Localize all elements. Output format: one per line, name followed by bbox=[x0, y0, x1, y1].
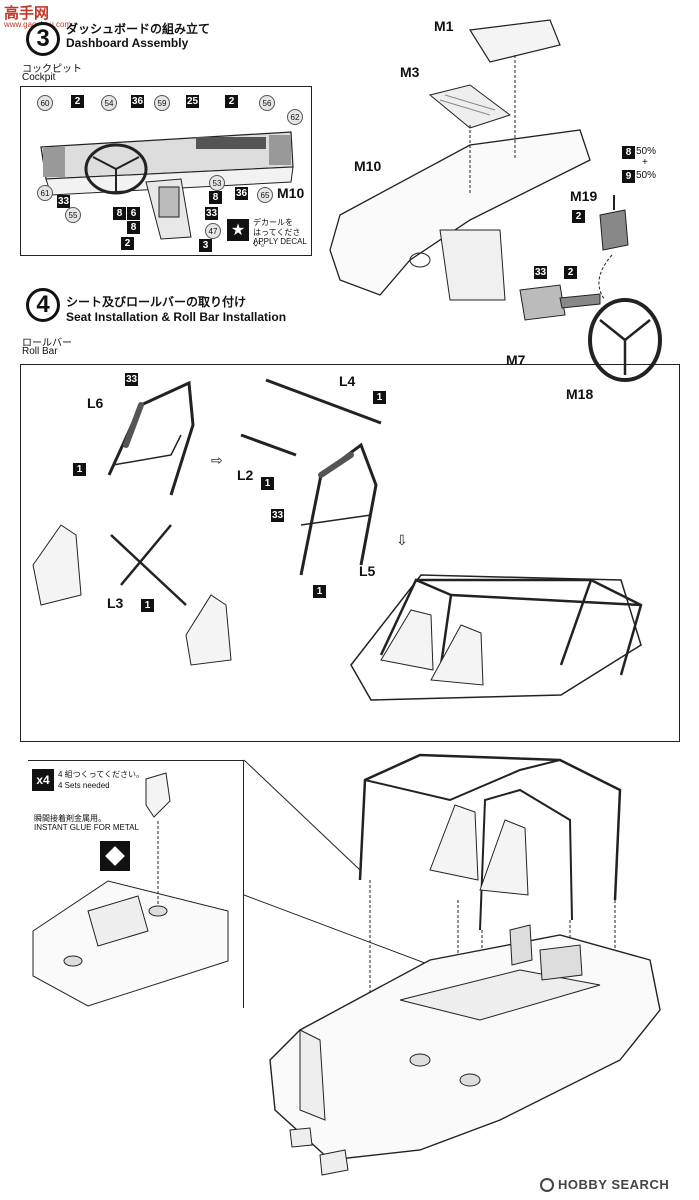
cockpit-part-number: 55 bbox=[65, 207, 81, 223]
cockpit-part-badge: 8 bbox=[113, 207, 126, 220]
rollbar-badge-1: 1 bbox=[373, 391, 386, 404]
label-m1: M1 bbox=[434, 18, 454, 34]
label-m18: M18 bbox=[566, 386, 594, 402]
label-m10: M10 bbox=[354, 158, 382, 174]
cockpit-part-number: 53 bbox=[209, 175, 225, 191]
cockpit-label-en: Cockpit bbox=[22, 72, 56, 83]
cockpit-part-badge: 3 bbox=[199, 239, 212, 252]
decal-note-jp-1: デカールを bbox=[253, 218, 293, 227]
cockpit-m10-label: M10 bbox=[277, 185, 305, 201]
rollbar-badge-33: 33 bbox=[271, 509, 284, 522]
svg-text:⇨: ⇨ bbox=[211, 452, 223, 468]
step4-number-badge: 4 bbox=[26, 288, 60, 322]
rollbar-label-jp: ロールバー bbox=[22, 338, 72, 349]
cockpit-label-jp: コックピット bbox=[22, 64, 82, 75]
label-l5: L5 bbox=[359, 563, 376, 579]
cockpit-part-badge: 36 bbox=[235, 187, 248, 200]
cockpit-part-badge: 36 bbox=[131, 95, 144, 108]
cockpit-part-badge: 6 bbox=[127, 207, 140, 220]
rollbar-badge-1: 1 bbox=[313, 585, 326, 598]
rollbar-exploded-drawing: ⇨ ⇩ bbox=[32, 378, 643, 701]
paint-plus: + bbox=[642, 157, 648, 168]
sets-note-en: 4 Sets needed bbox=[58, 781, 110, 790]
cockpit-part-number: 56 bbox=[259, 95, 275, 111]
glue-note-en: INSTANT GLUE FOR METAL bbox=[34, 823, 139, 832]
m19-color-badge: 2 bbox=[572, 210, 585, 223]
cockpit-part-badge: 33 bbox=[205, 207, 218, 220]
bracket-detail-drawing bbox=[32, 772, 229, 1007]
label-l3: L3 bbox=[107, 595, 124, 611]
svg-text:⇩: ⇩ bbox=[396, 532, 408, 548]
instant-glue-icon bbox=[100, 841, 130, 871]
footer-brand: HOBBY SEARCH bbox=[558, 1177, 670, 1192]
step4-title-en: Seat Installation & Roll Bar Installatio… bbox=[66, 310, 287, 324]
m7-color-badge-2: 2 bbox=[564, 266, 577, 279]
sets-note-jp: 4 組つくってください。 bbox=[58, 770, 145, 779]
rollbar-badge-33: 33 bbox=[125, 373, 138, 386]
hobbysearch-logo-icon bbox=[540, 1178, 554, 1192]
label-l4: L4 bbox=[339, 373, 356, 389]
cockpit-part-badge: 8 bbox=[209, 191, 222, 204]
cockpit-part-badge: 2 bbox=[121, 237, 134, 250]
step3-title-en: Dashboard Assembly bbox=[66, 36, 189, 50]
bracket-detail-panel: x4 4 組つくってください。 4 Sets needed 瞬間接着剤金属用。 … bbox=[28, 760, 244, 1008]
rollbar-label-en: Roll Bar bbox=[22, 346, 58, 357]
rollbar-badge-1: 1 bbox=[141, 599, 154, 612]
cockpit-part-number: 54 bbox=[101, 95, 117, 111]
paint-badge-8: 8 bbox=[622, 146, 635, 159]
cockpit-part-number: 61 bbox=[37, 185, 53, 201]
cockpit-part-number: 62 bbox=[287, 109, 303, 125]
label-l6: L6 bbox=[87, 395, 104, 411]
cockpit-panel: 2 54 36 59 25 2 56 62 60 61 33 55 53 8 3… bbox=[20, 86, 312, 256]
rollbar-badge-1: 1 bbox=[73, 463, 86, 476]
m7-color-badge-33: 33 bbox=[534, 266, 547, 279]
glue-note-jp: 瞬間接着剤金属用。 bbox=[34, 814, 106, 823]
label-m3: M3 bbox=[400, 64, 420, 80]
cockpit-part-number: 47 bbox=[205, 223, 221, 239]
cockpit-part-number: 60 bbox=[37, 95, 53, 111]
cockpit-part-number: 65 bbox=[257, 187, 273, 203]
decal-note-en: APPLY DECAL bbox=[253, 237, 307, 246]
paint-badge-9: 9 bbox=[622, 170, 635, 183]
label-m19: M19 bbox=[570, 188, 598, 204]
cockpit-part-badge: 8 bbox=[127, 221, 140, 234]
decal-note-jp-2: はってください。 bbox=[253, 228, 301, 248]
decal-star-icon: ★ bbox=[227, 219, 249, 241]
paint-pct-9: 50% bbox=[636, 170, 657, 181]
cockpit-part-badge: 25 bbox=[186, 95, 199, 108]
rollbar-badge-1: 1 bbox=[261, 477, 274, 490]
dashboard-exploded-drawing bbox=[329, 19, 662, 382]
x4-multiplier: x4 bbox=[32, 769, 54, 791]
step3-title-jp: ダッシュボードの組み立て bbox=[66, 22, 211, 36]
rollbar-panel: ⇨ ⇩ 33 L6 1 L4 1 L2 1 33 L3 1 L5 1 bbox=[20, 364, 680, 742]
paint-pct-8: 50% bbox=[636, 146, 657, 157]
step4-title-jp: シート及びロールバーの取り付け bbox=[66, 295, 247, 309]
label-l2: L2 bbox=[237, 467, 254, 483]
cockpit-dashboard-drawing bbox=[40, 131, 294, 240]
cockpit-part-number: 59 bbox=[154, 95, 170, 111]
step3-number-badge: 3 bbox=[26, 22, 60, 56]
cockpit-part-badge: 2 bbox=[225, 95, 238, 108]
cockpit-part-badge: 2 bbox=[71, 95, 84, 108]
watermark-brand: 高手网 bbox=[4, 5, 50, 22]
cockpit-part-badge: 33 bbox=[57, 195, 70, 208]
